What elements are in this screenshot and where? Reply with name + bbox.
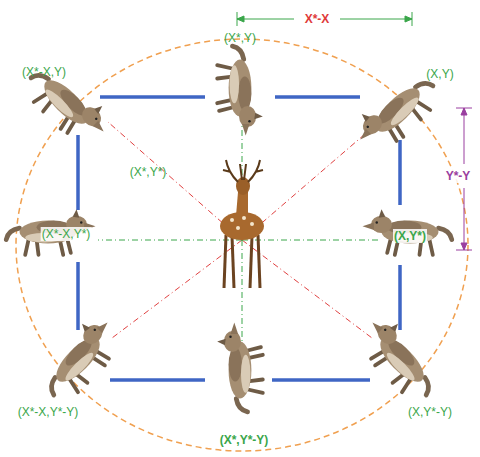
wolf <box>352 310 447 405</box>
wolf <box>363 209 452 255</box>
deer <box>220 160 264 288</box>
coordinate-label: (X*-X,Y) <box>21 65 67 79</box>
axis-lines <box>98 118 378 342</box>
search-circle <box>16 39 468 451</box>
dimension-label: X*-X <box>304 12 331 26</box>
coordinate-label: (X*,Y*-Y) <box>219 433 270 447</box>
coordinate-label: (X*,Y) <box>223 31 257 45</box>
coordinate-label: (X*-X,Y*) <box>41 227 92 241</box>
diagonal-lines <box>108 122 372 338</box>
wolf <box>20 56 115 151</box>
coordinate-label: (X,Y) <box>425 67 454 81</box>
wolf <box>32 310 127 405</box>
coordinate-label: (X*-X,Y*-Y) <box>17 405 80 419</box>
coordinate-label: (X,Y*-Y) <box>407 405 453 419</box>
dimension-x <box>237 12 412 26</box>
coordinate-label: (X,Y*) <box>393 229 427 243</box>
wolf <box>217 323 263 412</box>
coordinate-label: (X*,Y*) <box>129 165 168 179</box>
wolf <box>217 46 263 135</box>
wolf <box>6 209 95 255</box>
dimension-label: Y*-Y <box>445 169 472 183</box>
